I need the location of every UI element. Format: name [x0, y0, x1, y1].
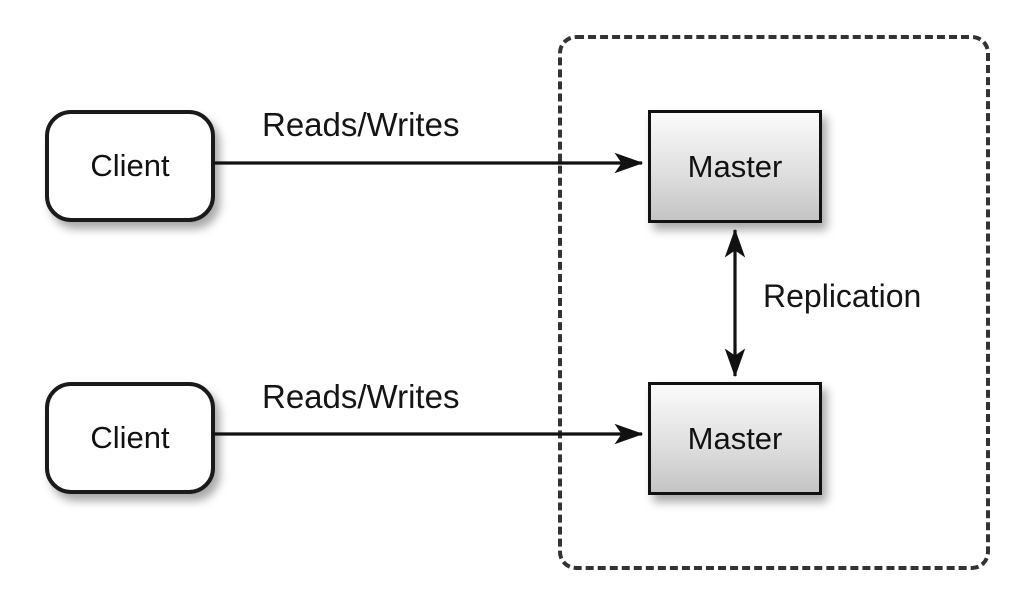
node-client-bottom[interactable]: Client: [45, 382, 215, 494]
node-label-client-top: Client: [90, 148, 170, 183]
node-label-client-bottom: Client: [90, 420, 170, 455]
node-label-master-top: Master: [687, 148, 783, 184]
node-master-bottom[interactable]: Master: [648, 382, 822, 495]
replication-cluster-boundary: [558, 35, 990, 570]
node-label-master-bottom: Master: [687, 420, 783, 456]
edge-label-reads-writes-top: Reads/Writes: [262, 106, 460, 143]
edge-label-replication: Replication: [763, 278, 922, 314]
node-master-top[interactable]: Master: [648, 110, 822, 223]
node-client-top[interactable]: Client: [45, 110, 215, 222]
edge-label-reads-writes-bottom: Reads/Writes: [262, 378, 460, 415]
